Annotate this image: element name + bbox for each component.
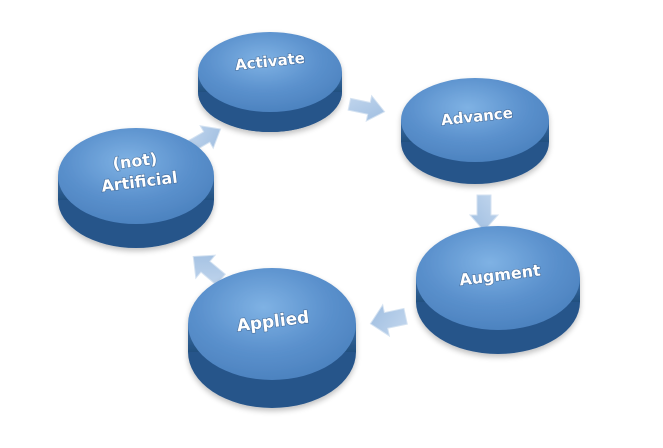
arrow-augment-to-applied xyxy=(369,303,408,338)
node-not-artificial: (not) Artificial xyxy=(58,128,214,248)
node-not-artificial-label-line1: (not) xyxy=(112,149,159,173)
node-augment: Augment xyxy=(416,226,580,354)
node-advance: Advance xyxy=(401,78,549,184)
arrow-applied-to-not-artificial xyxy=(192,254,226,286)
arrow-advance-to-augment xyxy=(468,194,500,232)
node-activate: Activate xyxy=(198,32,342,132)
node-applied: Applied xyxy=(188,268,356,408)
arrow-activate-to-advance xyxy=(347,94,386,123)
